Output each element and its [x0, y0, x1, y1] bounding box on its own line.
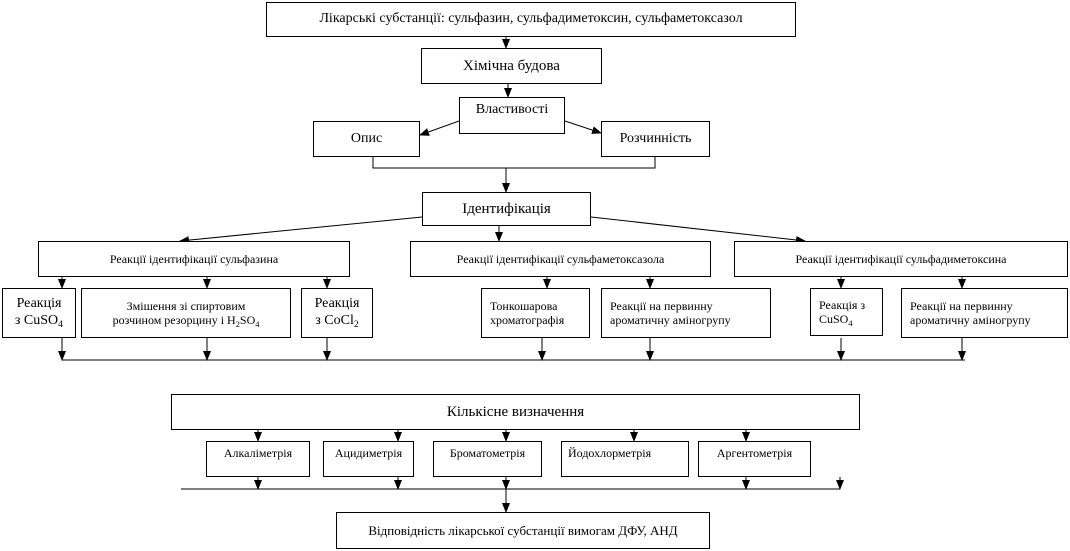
reactions-sulfamethoxazole-label: Реакції ідентифікації сульфаметоксазола: [456, 251, 665, 266]
test-amino-b-line1: Реакції на первинну: [910, 298, 1013, 313]
test-tlc-line2: хроматографія: [490, 313, 565, 327]
test-amino-a-line2: ароматичну аміногрупу: [610, 313, 731, 327]
test-cocl2-line1: Реакція: [314, 296, 360, 312]
test-resorcinol-line1: Змішення зі спиртовим: [126, 298, 246, 313]
solubility-box: Розчинність: [601, 121, 710, 157]
method-argentometry: Аргентометрія: [698, 441, 811, 477]
method-argentometry-label: Аргентометрія: [716, 446, 793, 460]
quantitative-box: Кількісне визначення: [171, 394, 860, 430]
test-cuso4-a-line1: Реакція: [16, 296, 62, 312]
method-alkalimetry-label: Алкаліметрія: [223, 446, 293, 460]
test-cocl2: Реакція з CoCl2: [301, 288, 373, 338]
description-box: Опис: [313, 121, 420, 157]
method-alkalimetry: Алкаліметрія: [206, 441, 310, 477]
reactions-sulfazine-label: Реакції ідентифікації сульфазина: [109, 251, 279, 266]
method-iodochlorometry-label: Йодохлорметрія: [568, 446, 652, 460]
arrow-properties-to-description: [419, 120, 460, 136]
quantitative-label: Кількісне визначення: [446, 404, 585, 420]
test-cuso4-sulfazine: Реакція з CuSO4: [2, 288, 76, 338]
substances-box: Лікарські субстанції: сульфазин, сульфад…: [266, 2, 796, 37]
properties-box: Властивості: [459, 97, 565, 134]
test-cuso4-b-line1: Реакція з: [819, 297, 866, 312]
reactions-sulfamethoxazole-box: Реакції ідентифікації сульфаметоксазола: [410, 241, 711, 277]
structure-box: Хімічна будова: [421, 48, 602, 84]
test-resorcinol: Змішення зі спиртовим розчином резорцину…: [81, 288, 291, 338]
arrow-to-sulfadimethoxine: [590, 216, 806, 244]
identification-label: Ідентифікація: [462, 201, 551, 217]
test-amino-sulfadimethoxine: Реакції на первинну ароматичну аміногруп…: [901, 288, 1068, 338]
method-bromatometry-label: Броматометрія: [449, 446, 526, 460]
test-amino-a-line1: Реакції на первинну: [610, 298, 713, 313]
method-acidimetry: Ацидиметрія: [323, 441, 414, 477]
test-cocl2-line2: з CoCl2: [315, 313, 359, 330]
solubility-label: Розчинність: [619, 130, 692, 146]
properties-label: Властивості: [475, 102, 549, 117]
result-box: Відповідність лікарської субстанції вимо…: [336, 512, 710, 549]
structure-label: Хімічна будова: [463, 58, 560, 74]
test-amino-b-line2: ароматичну аміногрупу: [910, 313, 1031, 327]
test-cuso4-a-line2: з CuSO4: [14, 313, 64, 330]
reactions-sulfadimethoxine-box: Реакції ідентифікації сульфадиметоксина: [734, 241, 1068, 277]
method-bromatometry: Броматометрія: [433, 441, 542, 477]
substances-label: Лікарські субстанції: сульфазин, сульфад…: [319, 11, 743, 27]
method-acidimetry-label: Ацидиметрія: [334, 446, 403, 460]
identification-box: Ідентифікація: [422, 192, 591, 226]
test-cuso4-sulfadimethoxine: Реакція з CuSO4: [810, 288, 883, 336]
result-label: Відповідність лікарської субстанції вимо…: [368, 522, 678, 538]
method-iodochlorometry: Йодохлорметрія: [561, 441, 689, 477]
line-merge-properties: [372, 157, 656, 169]
test-tlc: Тонкошарова хроматографія: [481, 288, 590, 338]
test-tlc-line1: Тонкошарова: [490, 298, 558, 313]
test-amino-sulfamethoxazole: Реакції на первинну ароматичну аміногруп…: [601, 288, 771, 338]
arrow-properties-to-solubility: [564, 120, 602, 134]
test-cuso4-b-line2: CuSO4: [819, 312, 853, 328]
test-resorcinol-line2: розчином резорцину і H2SO4: [112, 313, 260, 329]
description-label: Опис: [350, 130, 383, 146]
reactions-sulfazine-box: Реакції ідентифікації сульфазина: [38, 241, 350, 277]
arrow-to-sulfazine: [179, 216, 423, 245]
reactions-sulfadimethoxine-label: Реакції ідентифікації сульфадиметоксина: [795, 251, 1007, 266]
